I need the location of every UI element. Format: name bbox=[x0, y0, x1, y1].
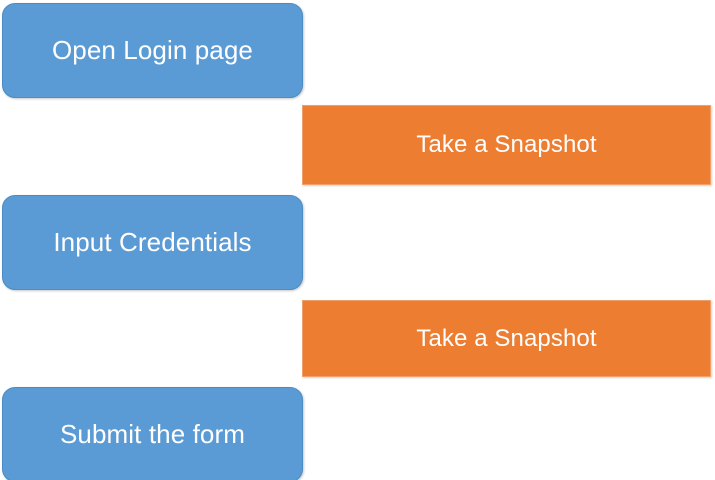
flow-node-submit-the-form[interactable]: Submit the form bbox=[2, 387, 303, 480]
flow-node-label: Take a Snapshot bbox=[416, 131, 597, 158]
flow-node-input-credentials[interactable]: Input Credentials bbox=[2, 195, 303, 290]
flow-node-open-login-page[interactable]: Open Login page bbox=[2, 3, 303, 98]
flow-node-label: Take a Snapshot bbox=[416, 324, 597, 352]
flow-node-take-a-snapshot-2[interactable]: Take a Snapshot bbox=[302, 300, 711, 377]
flow-node-take-a-snapshot-1[interactable]: Take a Snapshot bbox=[302, 105, 711, 185]
flow-node-label: Submit the form bbox=[59, 419, 245, 449]
flow-node-label: Input Credentials bbox=[53, 227, 252, 257]
flow-node-label: Open Login page bbox=[51, 35, 253, 65]
